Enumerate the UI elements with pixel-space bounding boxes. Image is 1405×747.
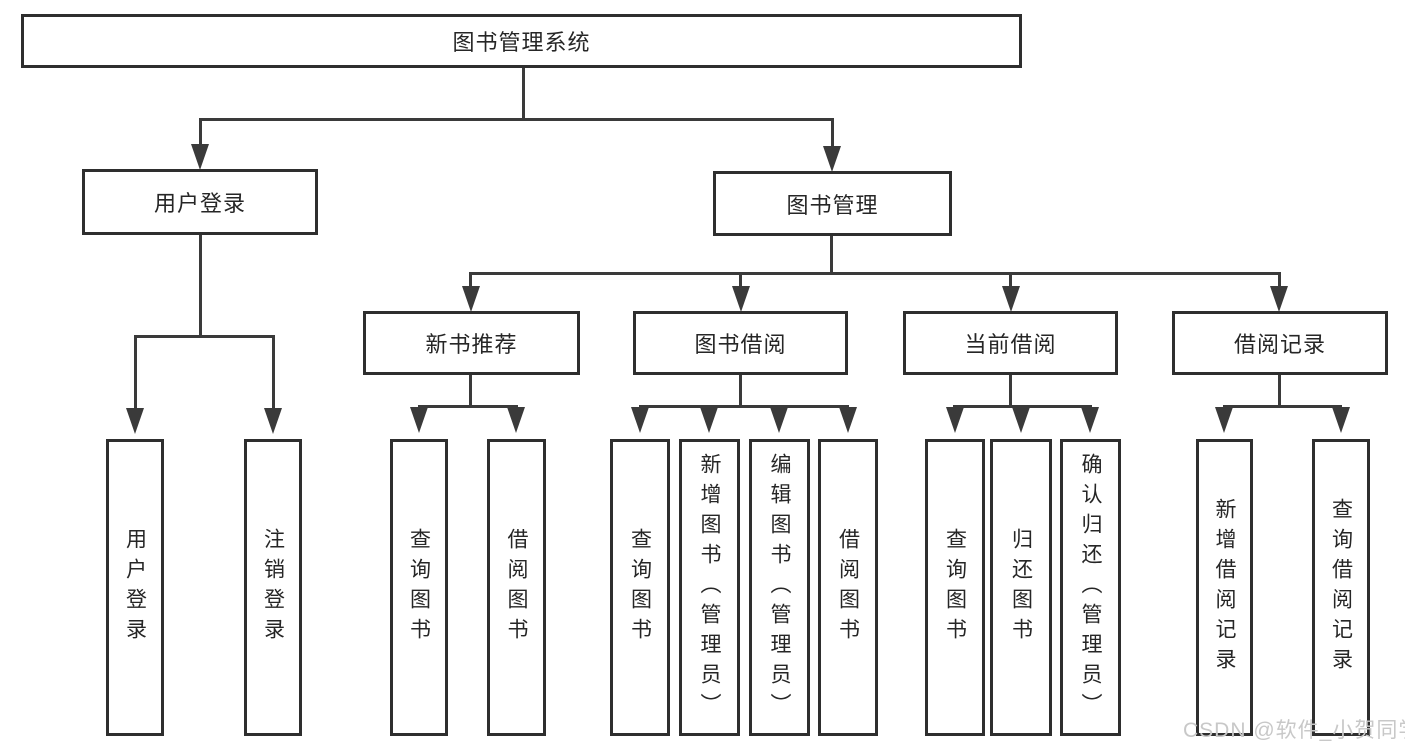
arrow-to-book-mgmt [823, 146, 841, 172]
leaf-current-query: 查询图书 [925, 439, 985, 736]
leaf-logout: 注销登录 [244, 439, 302, 736]
connector-borrow-drop [739, 272, 742, 288]
node-root-system: 图书管理系统 [21, 14, 1022, 68]
leaf-borrow-query-label: 查询图书 [628, 527, 652, 648]
leaf-newbook-borrow: 借阅图书 [487, 439, 546, 736]
leaf-user-login-label: 用户登录 [123, 527, 147, 648]
connector-user-login-drop [199, 118, 202, 146]
connector-root-crossbar [199, 118, 834, 121]
connector-newbook-drop [469, 272, 472, 288]
leaf-borrow-edit: 编辑图书（管理员） [749, 439, 810, 736]
connector-current-drop [1009, 272, 1012, 288]
leaf-current-query-label: 查询图书 [943, 527, 967, 648]
arrow-newbook-leaf1 [410, 407, 428, 433]
arrow-to-login-leaf2 [264, 408, 282, 434]
node-new-book: 新书推荐 [363, 311, 580, 375]
leaf-borrow-borrow: 借阅图书 [818, 439, 878, 736]
leaf-borrow-add-label: 新增图书（管理员） [698, 452, 721, 723]
node-book-mgmt: 图书管理 [713, 171, 952, 236]
leaf-current-confirm: 确认归还（管理员） [1060, 439, 1121, 736]
connector-newbook-stem [469, 375, 472, 407]
leaf-current-return: 归还图书 [990, 439, 1052, 736]
arrow-current-leaf2 [1012, 407, 1030, 433]
leaf-current-return-label: 归还图书 [1009, 527, 1033, 648]
arrow-to-user-login [191, 144, 209, 170]
connector-login-leaf2-drop [272, 335, 275, 409]
node-book-mgmt-label: 图书管理 [786, 192, 879, 218]
leaf-newbook-query: 查询图书 [390, 439, 448, 736]
connector-record-stem [1278, 375, 1281, 407]
arrow-borrow-leaf1 [631, 407, 649, 433]
arrow-to-current [1002, 286, 1020, 312]
leaf-record-add: 新增借阅记录 [1196, 439, 1253, 736]
csdn-watermark: CSDN @软件_小贺同学 [1183, 719, 1405, 742]
connector-book-mgmt-crossbar [469, 272, 1281, 275]
leaf-user-login: 用户登录 [106, 439, 164, 736]
arrow-borrow-leaf4 [839, 407, 857, 433]
connector-borrow-stem [739, 375, 742, 407]
node-current-borrow-label: 当前借阅 [964, 332, 1057, 357]
connector-root-stem [522, 68, 525, 120]
leaf-borrow-add: 新增图书（管理员） [679, 439, 740, 736]
connector-user-login-stem [199, 235, 202, 337]
arrow-to-borrow [732, 286, 750, 312]
arrow-record-leaf1 [1215, 407, 1233, 433]
node-new-book-label: 新书推荐 [425, 332, 518, 357]
connector-record-drop [1278, 272, 1281, 288]
leaf-record-query: 查询借阅记录 [1312, 439, 1370, 736]
leaf-logout-label: 注销登录 [261, 527, 285, 648]
leaf-borrow-edit-label: 编辑图书（管理员） [768, 452, 791, 723]
node-book-borrow-label: 图书借阅 [694, 332, 787, 357]
connector-borrow-crossbar [639, 405, 849, 408]
arrow-current-leaf1 [946, 407, 964, 433]
leaf-borrow-borrow-label: 借阅图书 [836, 527, 860, 648]
node-borrow-record-label: 借阅记录 [1233, 332, 1326, 357]
node-book-borrow: 图书借阅 [633, 311, 848, 375]
node-user-login-label: 用户登录 [153, 191, 246, 216]
connector-current-stem [1009, 375, 1012, 407]
arrow-current-leaf3 [1081, 407, 1099, 433]
arrow-borrow-leaf3 [770, 407, 788, 433]
arrow-to-record [1270, 286, 1288, 312]
connector-book-mgmt-drop [831, 118, 834, 146]
arrow-borrow-leaf2 [700, 407, 718, 433]
connector-current-crossbar [953, 405, 1092, 408]
node-current-borrow: 当前借阅 [903, 311, 1118, 375]
node-user-login: 用户登录 [82, 169, 318, 235]
leaf-newbook-borrow-label: 借阅图书 [505, 527, 528, 648]
leaf-borrow-query: 查询图书 [610, 439, 670, 736]
leaf-record-add-label: 新增借阅记录 [1213, 497, 1236, 678]
connector-book-mgmt-stem [830, 236, 833, 274]
leaf-newbook-query-label: 查询图书 [407, 527, 431, 648]
leaf-record-query-label: 查询借阅记录 [1329, 497, 1353, 678]
node-borrow-record: 借阅记录 [1172, 311, 1388, 375]
connector-record-crossbar [1223, 405, 1342, 408]
node-root-label: 图书管理系统 [452, 30, 591, 55]
arrow-record-leaf2 [1332, 407, 1350, 433]
arrow-to-login-leaf1 [126, 408, 144, 434]
arrow-newbook-leaf2 [507, 407, 525, 433]
connector-user-login-crossbar [134, 335, 275, 338]
connector-newbook-crossbar [418, 405, 518, 408]
leaf-current-confirm-label: 确认归还（管理员） [1079, 452, 1102, 723]
connector-login-leaf1-drop [134, 335, 137, 409]
arrow-to-newbook [462, 286, 480, 312]
